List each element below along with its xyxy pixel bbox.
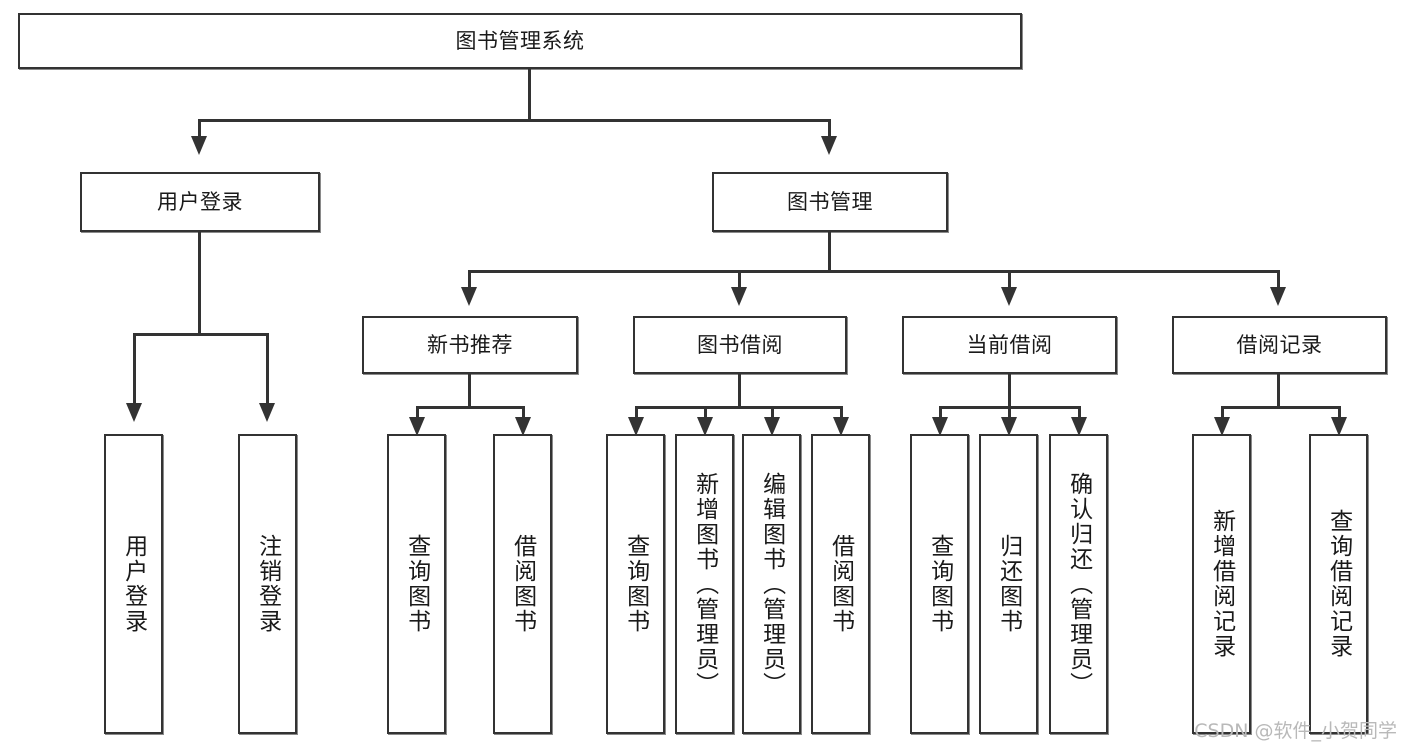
connector-bb-bus [635, 406, 843, 409]
node-label: 新增图书（管理员） [691, 471, 718, 697]
connector-user-login-drop-2 [266, 333, 269, 405]
node-label: 用户登录 [120, 534, 147, 634]
connector-root-bus [198, 119, 831, 122]
node-book-management[interactable]: 图书管理 [712, 172, 948, 232]
arrowhead-leaf-query-record [1331, 417, 1347, 436]
arrowhead-book-management [821, 136, 837, 155]
node-label: 查询图书 [403, 534, 430, 634]
connector-cb-stem [1008, 374, 1011, 408]
connector-nbr-bus [416, 406, 525, 409]
connector-cb-drop-1 [939, 406, 942, 420]
connector-nbr-stem [468, 374, 471, 408]
connector-tier3-drop-1 [468, 270, 471, 289]
connector-tier3-drop-3 [1008, 270, 1011, 289]
node-label: 编辑图书（管理员） [758, 471, 785, 697]
connector-nbr-drop-2 [522, 406, 525, 420]
connector-cb-drop-2 [1008, 406, 1011, 420]
node-leaf-query-record[interactable]: 查询借阅记录 [1309, 434, 1368, 734]
node-user-login[interactable]: 用户登录 [80, 172, 320, 232]
node-leaf-logout-login[interactable]: 注销登录 [238, 434, 297, 734]
node-leaf-query-book-3[interactable]: 查询图书 [910, 434, 969, 734]
arrowhead-borrow-record [1270, 287, 1286, 306]
arrowhead-leaf-edit-book [764, 417, 780, 436]
node-label: 归还图书 [995, 534, 1022, 634]
node-leaf-confirm-return[interactable]: 确认归还（管理员） [1049, 434, 1108, 734]
connector-bb-drop-3 [771, 406, 774, 420]
connector-br-drop-2 [1338, 406, 1341, 420]
node-leaf-query-book-2[interactable]: 查询图书 [606, 434, 665, 734]
connector-bb-drop-2 [704, 406, 707, 420]
connector-bb-drop-4 [840, 406, 843, 420]
node-leaf-borrow-book-2[interactable]: 借阅图书 [811, 434, 870, 734]
node-label: 用户登录 [157, 189, 243, 214]
node-label: 图书管理 [787, 189, 873, 214]
node-label: 图书借阅 [697, 332, 783, 357]
node-label: 借阅图书 [827, 534, 854, 634]
connector-nbr-drop-1 [416, 406, 419, 420]
node-current-borrow[interactable]: 当前借阅 [902, 316, 1117, 374]
watermark-text: CSDN @软件_小贺同学 [1194, 720, 1397, 742]
connector-book-management-stem [828, 232, 831, 272]
arrowhead-leaf-query-book-2 [628, 417, 644, 436]
node-label: 图书管理系统 [455, 28, 585, 53]
node-label: 查询图书 [926, 534, 953, 634]
node-root-system[interactable]: 图书管理系统 [18, 13, 1022, 69]
arrowhead-book-borrow [731, 287, 747, 306]
node-label: 确认归还（管理员） [1065, 471, 1092, 697]
arrowhead-leaf-return-book [1001, 417, 1017, 436]
arrowhead-current-borrow [1001, 287, 1017, 306]
node-label: 查询借阅记录 [1325, 509, 1352, 659]
node-leaf-user-login[interactable]: 用户登录 [104, 434, 163, 734]
node-label: 借阅记录 [1236, 332, 1323, 357]
node-book-borrow[interactable]: 图书借阅 [633, 316, 847, 374]
connector-root-right-drop [828, 119, 831, 138]
connector-user-login-stem [198, 232, 201, 335]
connector-tier3-drop-4 [1277, 270, 1280, 289]
connector-root-stem [528, 69, 531, 120]
node-borrow-record[interactable]: 借阅记录 [1172, 316, 1387, 374]
node-label: 当前借阅 [966, 332, 1053, 357]
node-leaf-query-book-1[interactable]: 查询图书 [387, 434, 446, 734]
arrowhead-leaf-user-login [126, 403, 142, 422]
node-leaf-borrow-book-1[interactable]: 借阅图书 [493, 434, 552, 734]
node-label: 注销登录 [254, 534, 281, 634]
connector-br-stem [1277, 374, 1280, 408]
arrowhead-leaf-borrow-book-2 [833, 417, 849, 436]
arrowhead-user-login [191, 136, 207, 155]
arrowhead-leaf-query-book-3 [932, 417, 948, 436]
arrowhead-new-book-recommend [461, 287, 477, 306]
node-label: 借阅图书 [509, 534, 536, 634]
connector-br-drop-1 [1221, 406, 1224, 420]
connector-cb-drop-3 [1078, 406, 1081, 420]
connector-bb-drop-1 [635, 406, 638, 420]
node-label: 查询图书 [622, 534, 649, 634]
arrowhead-leaf-query-book-1 [409, 417, 425, 436]
connector-book-management-bus [468, 270, 1280, 273]
connector-br-bus [1221, 406, 1341, 409]
arrowhead-leaf-confirm-return [1071, 417, 1087, 436]
connector-user-login-drop-1 [133, 333, 136, 405]
node-label: 新增借阅记录 [1208, 509, 1235, 659]
node-leaf-return-book[interactable]: 归还图书 [979, 434, 1038, 734]
connector-root-left-drop [198, 119, 201, 138]
arrowhead-leaf-borrow-book-1 [515, 417, 531, 436]
node-label: 新书推荐 [427, 332, 513, 357]
connector-tier3-drop-2 [738, 270, 741, 289]
connector-bb-stem [738, 374, 741, 408]
arrowhead-leaf-logout-login [259, 403, 275, 422]
node-leaf-add-book[interactable]: 新增图书（管理员） [675, 434, 734, 734]
node-leaf-edit-book[interactable]: 编辑图书（管理员） [742, 434, 801, 734]
arrowhead-leaf-add-book [697, 417, 713, 436]
arrowhead-leaf-add-record [1214, 417, 1230, 436]
connector-user-login-bus [133, 333, 269, 336]
node-leaf-add-record[interactable]: 新增借阅记录 [1192, 434, 1251, 734]
node-new-book-recommend[interactable]: 新书推荐 [362, 316, 578, 374]
